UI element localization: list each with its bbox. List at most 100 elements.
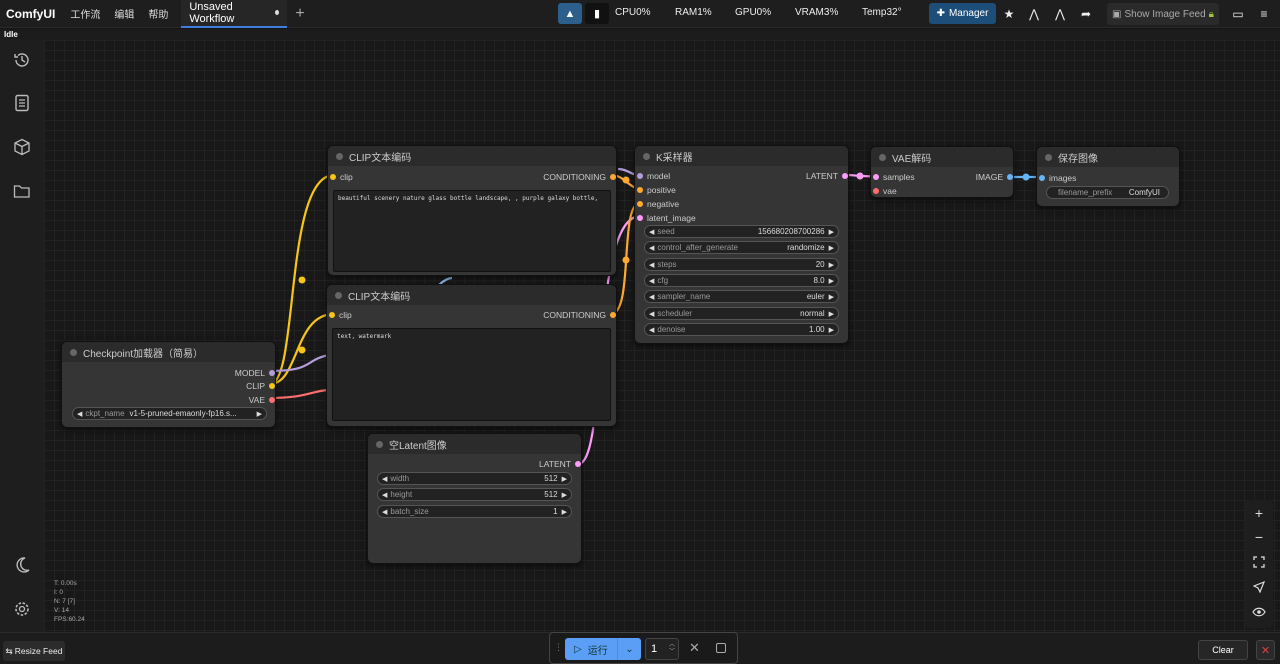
star-icon[interactable]: ★ [1003,7,1015,21]
image-output-slot[interactable]: IMAGE [976,171,1013,183]
close-x-icon[interactable]: ✕ [1256,640,1275,660]
clip-input-slot[interactable]: clip [329,309,352,321]
increment-arrow-icon[interactable]: ▶ [828,261,834,269]
latent-output-slot[interactable]: LATENT [539,458,581,470]
node-library-icon[interactable] [11,92,33,114]
toggle-links-eye-icon[interactable] [1247,600,1271,624]
prompt-textarea[interactable]: beautiful scenery nature glass bottle la… [333,190,611,272]
batch-count-input[interactable]: 1 ︿﹀ [645,638,679,660]
conditioning-output-slot[interactable]: CONDITIONING [543,309,616,321]
stop-square-icon[interactable] [716,643,726,653]
clip-text-encode-negative-node[interactable]: CLIP文本编码 clip CONDITIONING text, waterma… [326,284,617,427]
select-mode-pointer-icon[interactable] [1247,575,1271,599]
decrement-arrow-icon[interactable]: ◀ [382,475,388,483]
menu-help[interactable]: 帮助 [148,10,169,21]
latent-output-slot[interactable]: LATENT [806,170,848,182]
model-library-cube-icon[interactable] [11,136,33,158]
layout-panel-icon[interactable]: ▭ [1232,7,1244,21]
bookmark-icon[interactable]: ▮ [585,3,609,24]
resize-feed-button[interactable]: ⇆ Resize Feed [3,641,65,661]
workflows-folder-icon[interactable] [11,180,33,202]
clip-text-encode-positive-node[interactable]: CLIP文本编码 clip CONDITIONING beautiful sce… [327,145,617,276]
model-output-slot[interactable]: MODEL [235,367,275,379]
collapse-dot-icon[interactable] [1045,153,1052,161]
decrement-arrow-icon[interactable]: ◀ [77,410,83,418]
negative-input-slot[interactable]: negative [637,198,679,210]
new-tab-plus-icon[interactable]: + [295,4,305,22]
checkpoint-loader-node[interactable]: Checkpoint加载器（简易） MODEL CLIP VAE ◀ckpt_n… [61,341,276,428]
batch-stepper-icon[interactable]: ︿﹀ [668,642,675,655]
settings-gear-icon[interactable] [11,598,33,620]
show-image-feed-button[interactable]: ▣ Show Image Feed 🔒︎ [1107,3,1219,25]
workflow-tab[interactable]: Unsaved Workflow [181,0,288,28]
vae-input-slot[interactable]: vae [873,185,897,197]
increment-arrow-icon[interactable]: ▶ [561,491,567,499]
latent-image-input-slot[interactable]: latent_image [637,212,696,224]
prompt-textarea[interactable]: text, watermark [332,328,611,421]
drag-handle-icon[interactable]: ⋮⋮ [554,642,572,652]
history-icon[interactable] [11,49,33,71]
collapse-dot-icon[interactable] [336,152,343,160]
images-input-slot[interactable]: images [1039,172,1076,184]
theme-moon-icon[interactable] [11,554,33,576]
increment-arrow-icon[interactable]: ▶ [828,326,834,334]
increment-arrow-icon[interactable]: ▶ [828,277,834,285]
decrement-arrow-icon[interactable]: ◀ [649,244,655,252]
ksampler-node[interactable]: K采样器 model positive negative latent_imag… [634,145,849,344]
increment-arrow-icon[interactable]: ▶ [561,508,567,516]
decrement-arrow-icon[interactable]: ◀ [649,261,655,269]
menu-edit[interactable]: 编辑 [114,10,135,21]
manager-button[interactable]: ✚ Manager [929,3,996,24]
graph-canvas[interactable]: CLIP文本编码 clip CONDITIONING beautiful sce… [44,40,1280,632]
interrupt-x-icon[interactable]: ✕ [689,640,700,655]
decrement-arrow-icon[interactable]: ◀ [649,277,655,285]
decrement-arrow-icon[interactable]: ◀ [649,326,655,334]
model-search-icon[interactable]: ⋀ [1055,7,1065,21]
app-logo[interactable]: ComfyUI [6,6,56,21]
decrement-arrow-icon[interactable]: ◀ [649,228,655,236]
samples-input-slot[interactable]: samples [873,171,915,183]
zoom-in-plus-icon[interactable]: + [1247,501,1271,525]
collapse-dot-icon[interactable] [376,440,383,448]
clip-output-slot[interactable]: CLIP [246,380,275,392]
run-button[interactable]: ▷ 运行 ⌄ [565,638,641,660]
conditioning-output-slot[interactable]: CONDITIONING [543,171,616,183]
clear-button[interactable]: Clear [1198,640,1248,660]
fit-view-icon[interactable] [1247,550,1271,574]
vae-output-slot[interactable]: VAE [249,394,275,406]
clip-input-slot[interactable]: clip [330,171,353,183]
decrement-arrow-icon[interactable]: ◀ [649,310,655,318]
increment-arrow-icon[interactable]: ▶ [828,228,834,236]
run-mode-chevron-down-icon[interactable]: ⌄ [617,638,641,660]
collapse-dot-icon[interactable] [70,348,77,356]
increment-arrow-icon[interactable]: ▶ [828,310,834,318]
crystools-logo-icon[interactable]: ▲ [558,3,582,24]
collapse-dot-icon[interactable] [335,291,342,299]
increment-arrow-icon[interactable]: ▶ [561,475,567,483]
model-input-slot[interactable]: model [637,170,670,182]
decrement-arrow-icon[interactable]: ◀ [382,491,388,499]
decrement-arrow-icon[interactable]: ◀ [382,508,388,516]
zoom-out-minus-icon[interactable]: − [1247,525,1271,549]
increment-arrow-icon[interactable]: ▶ [828,293,834,301]
increment-arrow-icon[interactable]: ▶ [256,410,262,418]
menu-workflow[interactable]: 工作流 [70,10,101,21]
share-arrow-icon[interactable]: ➦ [1080,7,1092,21]
collapse-dot-icon[interactable] [879,153,886,161]
model-download-icon[interactable]: ⋀ [1029,7,1039,21]
hamburger-menu-icon[interactable]: ≡ [1260,7,1268,21]
